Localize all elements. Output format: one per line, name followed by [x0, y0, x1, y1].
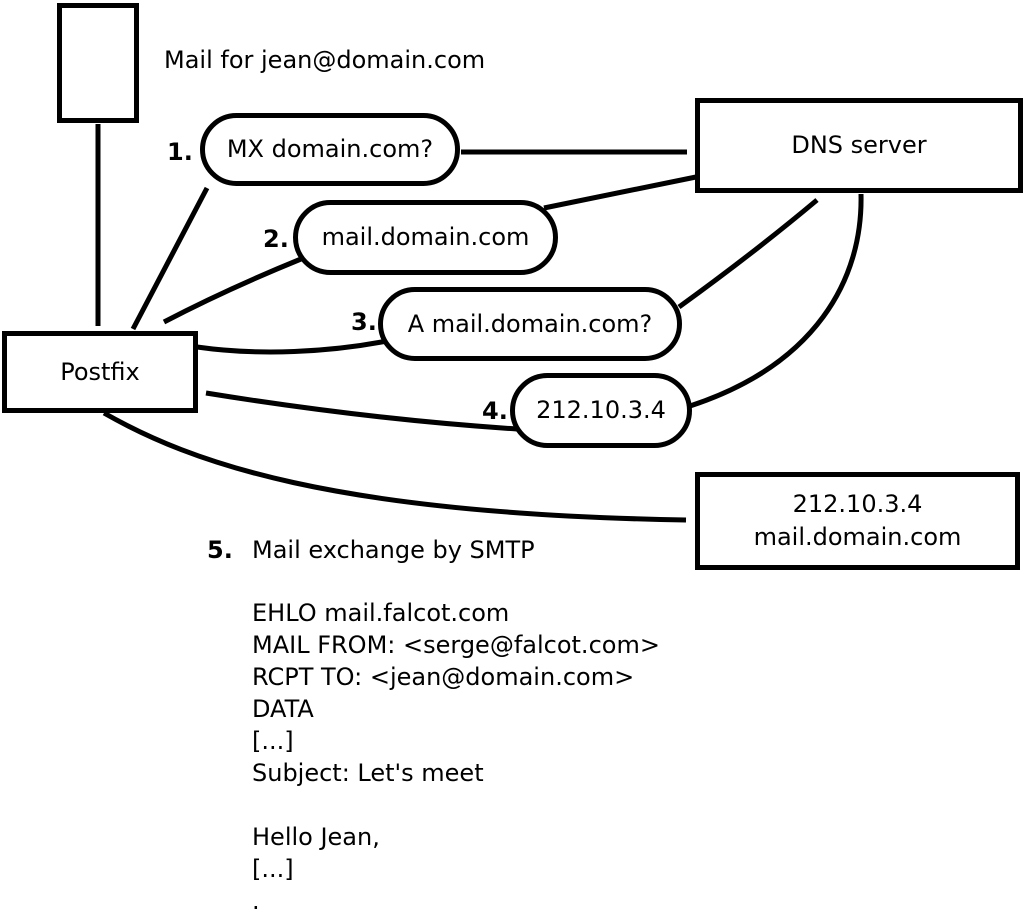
answer-pill-ip: 212.10.3.4 [510, 373, 692, 448]
answer-pill-mailhost-label: mail.domain.com [321, 223, 530, 252]
answer-pill-ip-label: 212.10.3.4 [536, 396, 666, 425]
step-number-4: 4. [482, 397, 508, 425]
line-postfix-to-query3 [196, 338, 388, 355]
query-pill-mx: MX domain.com? [200, 113, 460, 186]
arrow-postfix-to-mailserver [102, 410, 687, 523]
query-pill-a-record-label: A mail.domain.com? [407, 309, 653, 338]
query-pill-a-record: A mail.domain.com? [378, 287, 682, 361]
mail-server-hostname: mail.domain.com [753, 523, 962, 551]
smtp-session-text: EHLO mail.falcot.com MAIL FROM: <serge@f… [252, 599, 660, 915]
mail-server-node: 212.10.3.4 mail.domain.com [695, 472, 1020, 570]
arrow-answer2-to-postfix [162, 256, 302, 325]
dns-server-node: DNS server [695, 98, 1023, 193]
line-postfix-to-query1 [130, 186, 210, 331]
arrow-query3-to-dns [677, 198, 819, 310]
step-number-2: 2. [263, 225, 289, 253]
mail-message-node [57, 3, 139, 123]
step-number-5: 5. [207, 536, 233, 564]
answer-pill-mailhost: mail.domain.com [293, 200, 558, 275]
step-number-1: 1. [167, 138, 193, 166]
step-number-3: 3. [351, 308, 377, 336]
step-5-label: Mail exchange by SMTP [252, 536, 535, 564]
query-pill-mx-label: MX domain.com? [226, 135, 434, 164]
line-dns-to-answer2 [543, 174, 697, 211]
title-label: Mail for jean@domain.com [164, 46, 486, 74]
dns-server-label: DNS server [791, 131, 927, 160]
postfix-label: Postfix [60, 357, 140, 386]
arrow-answer4-to-postfix [205, 390, 518, 432]
line-dns-to-answer4 [689, 193, 864, 409]
mail-server-ip: 212.10.3.4 [792, 490, 923, 518]
postfix-node: Postfix [2, 331, 198, 413]
